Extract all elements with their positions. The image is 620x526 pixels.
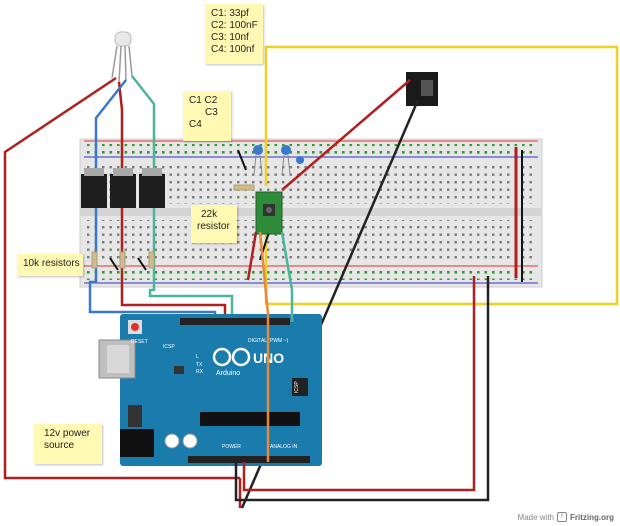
green-wire-led xyxy=(131,75,234,322)
l-label: L xyxy=(196,354,199,360)
red-wire-led-power xyxy=(3,76,240,480)
credit-brand: Fritzing.org xyxy=(570,512,614,522)
capacitors xyxy=(253,145,304,176)
note-line: C4 xyxy=(189,119,202,130)
arduino-label: Arduino xyxy=(216,370,240,377)
capacitor-values-note: C1: 33pf C2: 100nF C3: 10nf C4: 100nf xyxy=(205,4,263,64)
note-line: C3: 10nf xyxy=(211,32,249,43)
audio-jack xyxy=(406,72,438,106)
arduino-logo-icon xyxy=(212,347,251,367)
fritzing-logo-icon: f xyxy=(557,512,567,522)
note-line: 12v power xyxy=(44,428,91,439)
black-wire-rail xyxy=(234,276,490,502)
analog-label: ANALOG IN xyxy=(270,444,298,450)
note-line: C1 C2 xyxy=(189,95,218,106)
credit-prefix: Made with xyxy=(517,512,554,522)
power-label: POWER xyxy=(222,444,241,450)
blue-wire xyxy=(88,79,217,322)
power-source-note: 12v power source xyxy=(34,424,102,464)
rgb-led xyxy=(111,31,133,83)
note-line: C2: 100nF xyxy=(211,20,258,31)
tx-label: TX xyxy=(196,362,203,368)
icsp2-label: ICSP xyxy=(294,381,300,393)
note-line: 22k xyxy=(201,209,218,220)
icsp-label: ICSP xyxy=(163,344,175,350)
10k-resistors xyxy=(91,251,155,271)
note-line: source xyxy=(44,440,75,451)
note-line: C3 xyxy=(205,107,218,118)
red-wire-rail xyxy=(242,276,476,492)
red-wire-jack xyxy=(281,79,411,191)
note-line: resistor xyxy=(197,221,230,232)
reset-label: RESET xyxy=(131,339,148,345)
note-line: C4: 100nf xyxy=(211,44,255,55)
fritzing-credit: Made with f Fritzing.org xyxy=(518,512,614,522)
red-wire-led-red xyxy=(117,81,227,322)
note-line: C1: 33pf xyxy=(211,8,249,19)
arduino-board xyxy=(98,314,322,466)
resistor-22k-note: 22k resistor xyxy=(191,205,237,243)
resistors-10k-note: 10k resistors xyxy=(17,254,83,276)
capacitor-labels-note: C1 C2 C3 C4 xyxy=(183,91,231,141)
note-line: 10k resistors xyxy=(23,258,80,269)
orange-wire xyxy=(258,231,270,462)
mosfets xyxy=(81,168,165,208)
22k-resistor xyxy=(233,184,255,191)
green-wire-ic xyxy=(280,231,294,322)
rx-label: RX xyxy=(196,369,204,375)
